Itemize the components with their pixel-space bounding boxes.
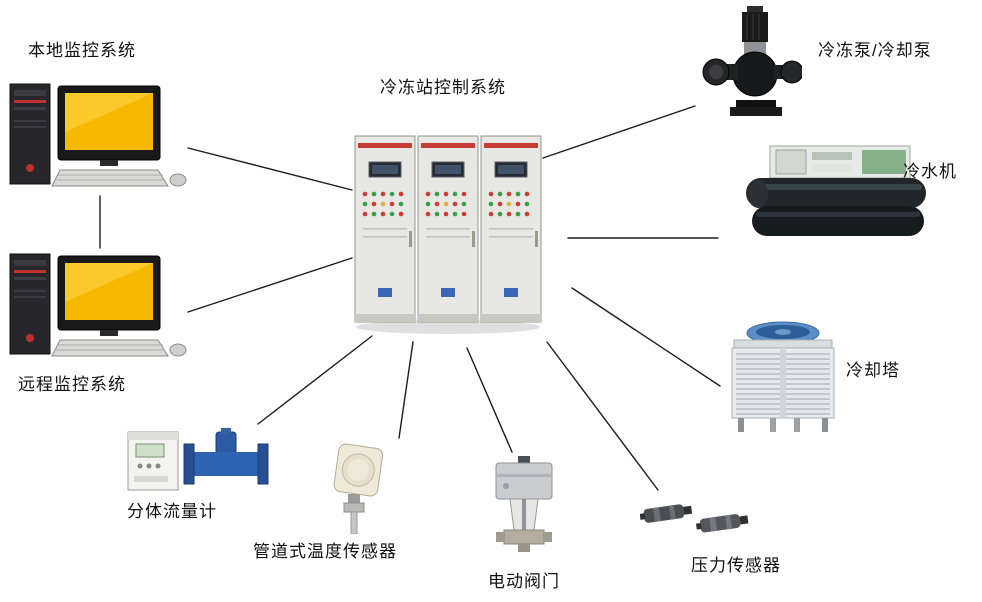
link-local-to-center [187,147,353,191]
control-system-label: 冷冻站控制系统 [380,78,506,97]
pumps-label: 冷冻泵/冷却泵 [818,41,932,60]
pumps-node [702,6,804,129]
link-center-to-temp-sensor [398,341,414,439]
link-center-to-cooling-tower [571,287,721,387]
electric-valve-icon [495,456,553,552]
flow-meter-node [124,426,272,503]
pressure-sensor-node [639,492,752,545]
local-monitor-node [8,80,188,197]
pressure-transmitter-icon [639,504,749,533]
desktop-computer-icon [9,83,187,187]
pressure-sensor-label: 压力传感器 [691,556,781,575]
link-center-to-pumps [542,105,696,159]
control-system-node [352,128,544,341]
water-chiller-icon [746,145,926,236]
control-cabinets-icon [354,135,542,334]
flow-meter-label: 分体流量计 [127,502,217,521]
link-remote-to-center [187,257,353,313]
desktop-computer-icon [9,253,187,357]
cooling-tower-icon [731,321,835,432]
split-flow-meter-icon [127,428,269,491]
chiller-label: 冷水机 [903,162,957,181]
chiller-node [742,142,930,249]
cooling-tower-node [722,318,844,439]
link-center-to-pressure-sensor [546,341,659,491]
remote-monitor-node [8,250,188,367]
electric-valve-label: 电动阀门 [488,572,560,591]
local-monitor-label: 本地监控系统 [28,41,136,60]
cooling-tower-label: 冷却塔 [846,361,900,380]
link-center-to-flow-meter [257,335,373,425]
temp-sensor-node [320,442,386,539]
electric-valve-node [488,456,558,567]
vertical-pump-icon [702,6,804,116]
link-center-to-valve [466,347,513,453]
pipe-temperature-sensor-icon [333,443,383,535]
temp-sensor-label: 管道式温度传感器 [253,542,397,561]
remote-monitor-label: 远程监控系统 [18,375,126,394]
